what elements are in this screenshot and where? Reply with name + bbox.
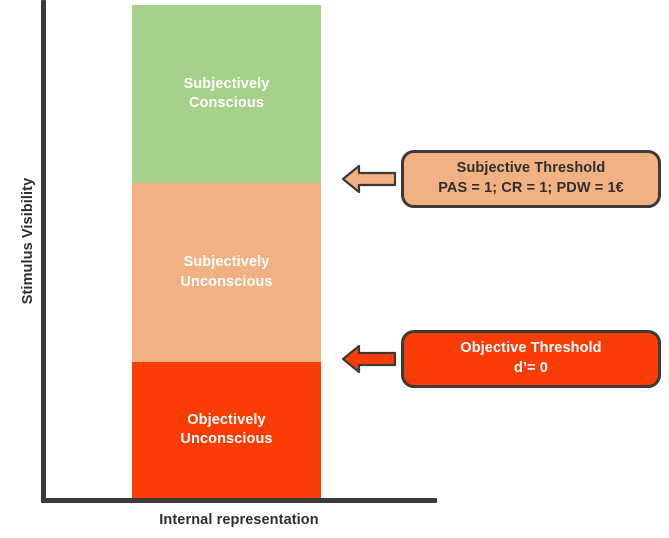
callout-title: Subjective Threshold: [456, 160, 606, 177]
bar-segment-label-line1: Subjectively: [183, 254, 270, 271]
y-axis-line: [41, 0, 46, 503]
bar-segment-subjectively-unconscious: Subjectively Unconscious: [132, 183, 321, 362]
bar-segment-subjectively-conscious: Subjectively Conscious: [132, 5, 321, 183]
bar-segment-label-line2: Unconscious: [180, 273, 273, 290]
callout-detail: d’= 0: [514, 360, 548, 376]
bar-segment-label-line1: Objectively: [187, 411, 266, 428]
callout-objective-threshold: Objective Threshold d’= 0: [401, 330, 661, 388]
x-axis-line: [41, 498, 437, 503]
stacked-bar: Subjectively Conscious Subjectively Unco…: [132, 5, 321, 498]
x-axis-label: Internal representation: [159, 512, 319, 528]
bar-segment-label-line2: Conscious: [188, 95, 264, 111]
callout-title: Objective Threshold: [460, 340, 602, 357]
bar-segment-label-line2: Unconscious: [180, 431, 273, 447]
bar-segment-objectively-unconscious: Objectively Unconscious: [132, 362, 321, 498]
bar-segment-label-line1: Subjectively: [183, 75, 270, 92]
y-axis-label: Stimulus Visibility: [20, 177, 36, 305]
callout-detail: PAS = 1; CR = 1; PDW = 1€: [438, 180, 624, 196]
left-arrow-icon-objective: [341, 343, 397, 375]
left-arrow-icon-subjective: [341, 163, 397, 195]
callout-subjective-threshold: Subjective Threshold PAS = 1; CR = 1; PD…: [401, 150, 661, 208]
